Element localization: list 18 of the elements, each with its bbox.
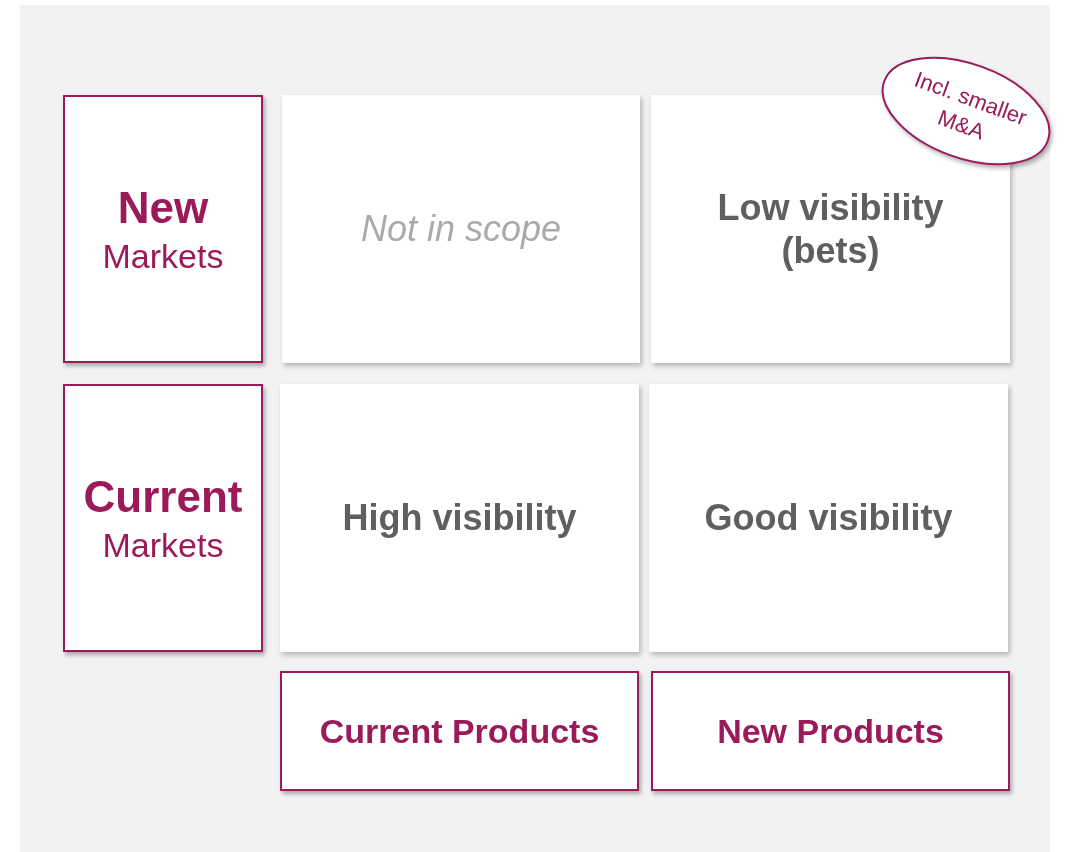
column-header-box xyxy=(651,671,1010,791)
box-label: Low visibility (bets) xyxy=(716,185,945,273)
row-header-box xyxy=(63,95,263,363)
box-label: Current Products xyxy=(319,710,600,752)
box-label: New Products xyxy=(717,710,944,752)
box-label: New xyxy=(117,182,209,235)
box-label: Good visibility xyxy=(703,496,954,540)
box-label: Incl. smaller M&A xyxy=(910,65,1032,146)
quadrant-box xyxy=(282,95,640,363)
box-label: High visibility xyxy=(341,496,578,540)
box-label: Not in scope xyxy=(360,207,562,251)
row-header-box xyxy=(63,384,263,652)
quadrant-box xyxy=(280,384,639,652)
column-header-box xyxy=(280,671,639,791)
box-label: Current xyxy=(83,471,243,524)
quadrant-box xyxy=(649,384,1008,652)
box-sublabel: Markets xyxy=(102,525,224,567)
box-sublabel: Markets xyxy=(102,236,224,278)
